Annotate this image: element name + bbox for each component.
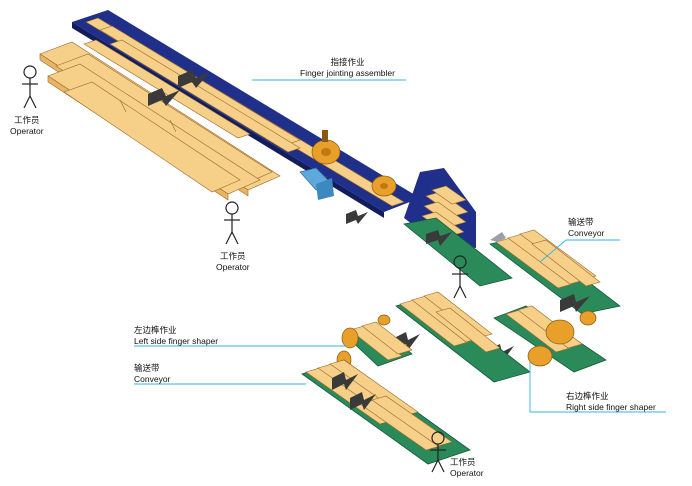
operator-figure-top [22,65,38,109]
label-en: Finger jointing assembler [300,68,395,78]
operator-figure-conveyor [452,255,468,299]
label-zh: 输送带 [134,364,160,374]
stacker-machine [403,168,513,287]
label-zh: 右边榫作业 [566,392,609,402]
left-conveyor [301,359,471,465]
label-en: Left side finger shaper [134,336,219,346]
right-conveyor [489,229,621,315]
label-zh: 指接作业 [330,58,365,68]
label-operator-mid: 工作员 Operator [216,252,250,272]
label-en: Conveyor [568,228,605,238]
operator-figure-mid [224,201,240,245]
pusher-block [299,167,334,200]
middle-conveyor [394,291,531,383]
label-zh: 工作员 [450,458,476,468]
label-zh: 输送带 [568,218,594,228]
label-zh: 工作员 [220,252,246,262]
label-en: Operator [10,126,44,136]
right-side-shaper [488,305,607,373]
leader-lines [134,79,666,413]
label-zh: 左边榫作业 [134,326,177,336]
label-en: Right side finger shaper [566,402,656,412]
label-conveyor-right: 输送带 Conveyor [568,218,604,238]
label-operator-bottom: 工作员 Operator [450,458,484,478]
label-en: Operator [216,262,250,272]
finger-joint-machine [311,130,397,197]
label-en: Operator [450,468,484,478]
label-en: Conveyor [134,374,171,384]
label-finger-jointing: 指接作业 Finger jointing assembler [300,58,395,78]
left-side-shaper [336,314,413,370]
label-left-shaper: 左边榫作业 Left side finger shaper [134,326,218,346]
label-conveyor-left: 输送带 Conveyor [134,364,170,384]
lumber-stack-top [39,41,281,201]
label-zh: 工作员 [14,116,40,126]
label-right-shaper: 右边榫作业 Right side finger shaper [566,392,656,412]
label-operator-top: 工作员 Operator [10,116,44,136]
operator-figure-bottom [430,431,446,473]
belt-arrows [148,70,368,224]
